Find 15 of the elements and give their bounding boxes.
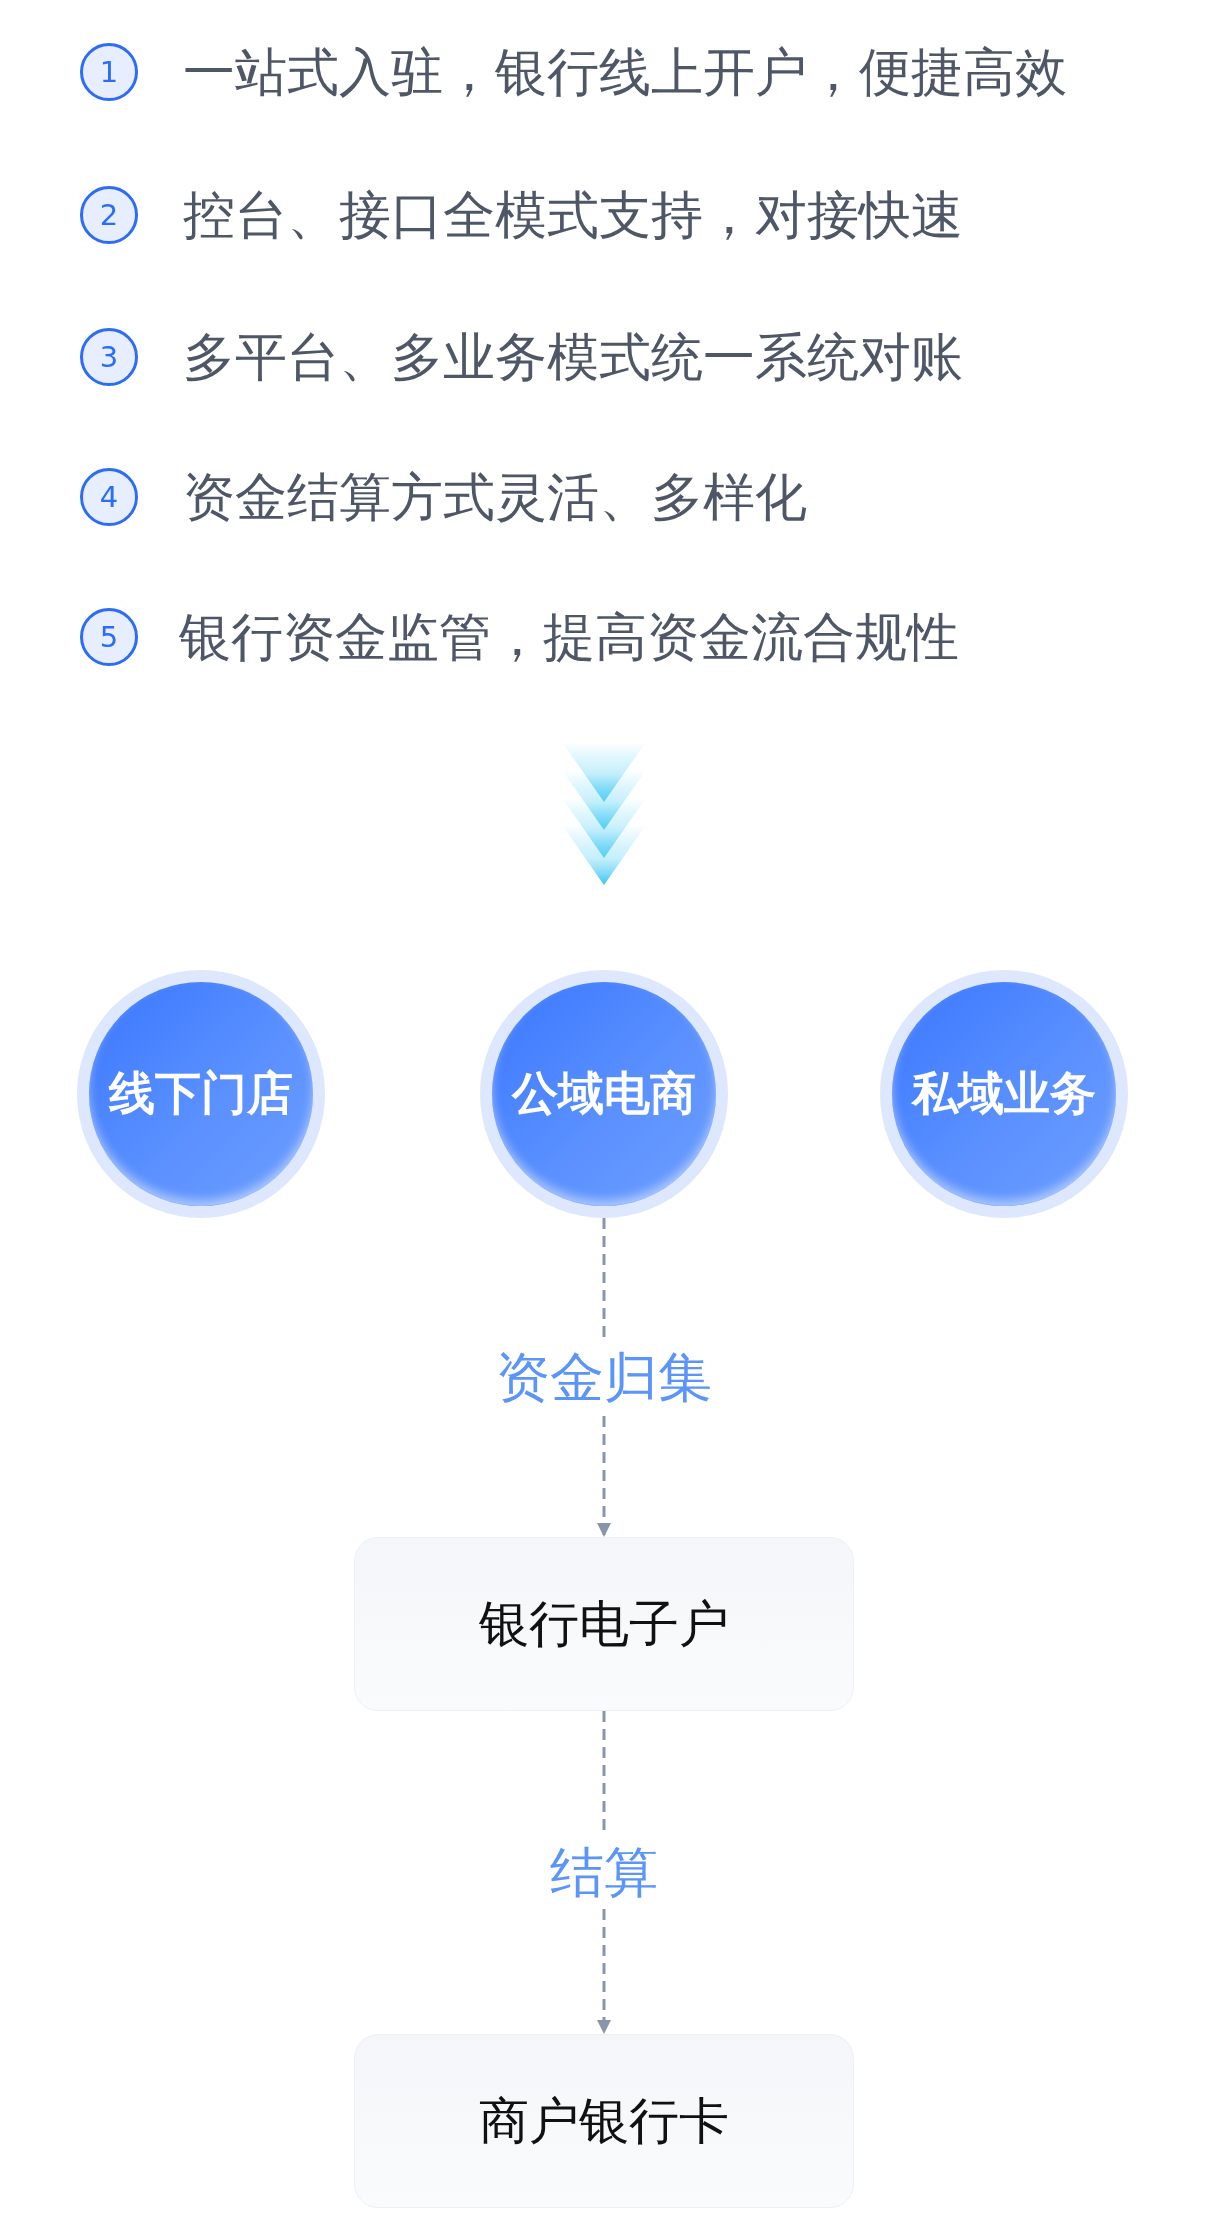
channel-circle: 线下门店 xyxy=(77,970,325,1218)
list-item-text: 控台、接口全模式支持，对接快速 xyxy=(183,184,963,246)
number-circle: 4 xyxy=(80,468,138,526)
list-item-text: 一站式入驻，银行线上开户，便捷高效 xyxy=(183,41,1067,103)
channel-circle: 私域业务 xyxy=(880,970,1128,1218)
number-circle: 5 xyxy=(80,608,138,666)
number-circle: 3 xyxy=(80,328,138,386)
account-box: 银行电子户 xyxy=(354,1537,854,1711)
number-circle: 1 xyxy=(80,43,138,101)
account-box: 商户银行卡 xyxy=(354,2034,854,2208)
list-item-text: 多平台、多业务模式统一系统对账 xyxy=(183,326,963,388)
list-item-text: 资金结算方式灵活、多样化 xyxy=(183,466,807,528)
list-item-text: 银行资金监管，提高资金流合规性 xyxy=(179,606,959,668)
number-circle: 2 xyxy=(80,186,138,244)
channel-circle: 公域电商 xyxy=(480,970,728,1218)
